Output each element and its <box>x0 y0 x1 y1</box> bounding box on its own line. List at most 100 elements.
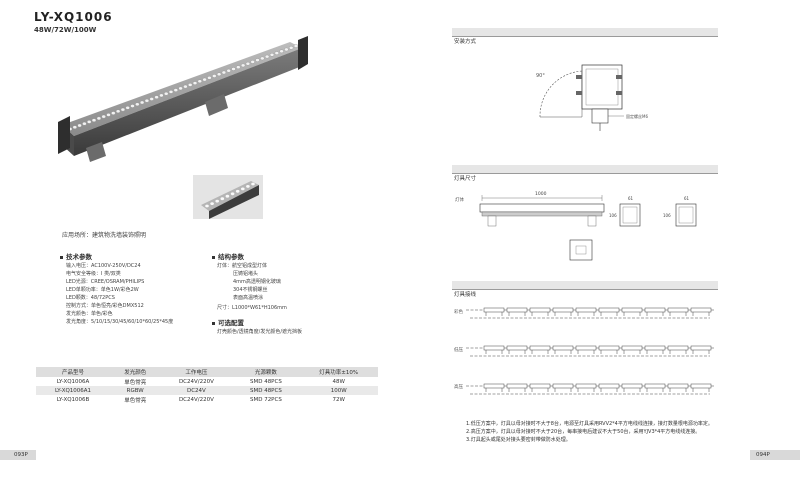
spec-cell: 单色常亮 <box>124 397 147 404</box>
led-bead <box>96 116 102 121</box>
fixture-connector <box>554 385 576 392</box>
page-number-right: 094P <box>750 450 800 460</box>
install-screw-label: 固定螺丝M6 <box>626 113 648 119</box>
led-bead <box>260 56 265 61</box>
fixture-connector <box>485 347 507 354</box>
led-bead <box>284 47 289 52</box>
fixture-connector <box>554 309 576 316</box>
tech-params-list: 输入电压：AC100V-250V/DC24 电气安全等级：I 类/双类 LED光… <box>66 262 173 326</box>
fixture-connector <box>692 385 714 392</box>
tech-param-item: 电气安全等级：I 类/双类 <box>66 271 121 277</box>
spec-header-cell: 工作电压 <box>160 367 233 377</box>
led-bead <box>240 63 246 68</box>
spec-cell: DC24V/220V <box>178 378 214 385</box>
tech-param-item: 控制方式：单色恒亮/彩色DMX512 <box>66 303 144 309</box>
led-bead <box>77 123 82 128</box>
structure-list: 灯体：航空铝成型灯体 压铸铝堵头 4mm高透明钢化玻璃 304不锈钢螺丝 表面高… <box>217 262 281 302</box>
spec-cell: 单色常亮 <box>124 379 147 386</box>
options-text: 灯壳颜色/透镜角度/发光颜色/遮光挡板 <box>217 329 303 335</box>
led-bead <box>168 90 174 94</box>
fixture-connector <box>508 309 530 316</box>
structure-item: 4mm高透明钢化玻璃 <box>233 279 281 285</box>
spec-cell: LY-XQ1006B <box>56 396 90 403</box>
fixture-connector <box>669 347 691 354</box>
wiring-row-label: 低压 <box>454 348 463 353</box>
led-bead <box>251 182 255 186</box>
tech-param-item: 发光角度：5/10/15/30/45/60/10*60/25*45度 <box>66 319 174 325</box>
spec-cell: 48W <box>332 378 345 385</box>
fixture-unit <box>690 345 712 351</box>
led-bead <box>202 77 207 82</box>
spec-cell: LY-XQ1006A <box>56 378 90 385</box>
led-bead <box>173 88 178 92</box>
led-bead <box>130 104 135 108</box>
fixture-connector <box>623 347 645 354</box>
install-angle-label: 90° <box>536 73 545 79</box>
height-label-1: 106 <box>609 213 617 218</box>
led-bead <box>245 61 251 66</box>
product-main-image <box>58 36 308 162</box>
fixture-unit <box>644 345 666 351</box>
led-bead <box>87 120 92 124</box>
length-label: 1000 <box>535 191 547 197</box>
application-text: 应用场所：建筑物洗墙装饰照明 <box>62 232 147 239</box>
table-row: LY-XQ1006A1 RGBW DC24V SMD 48PCS 100W <box>36 386 378 395</box>
led-bead <box>120 107 126 112</box>
led-bead <box>255 58 260 62</box>
led-bead <box>212 74 217 78</box>
tech-params-heading: 技术参数 <box>60 251 92 261</box>
structure-item: 304不锈钢螺丝 <box>233 287 268 293</box>
structure-item: 灯体：航空铝成型灯体 <box>217 263 268 269</box>
led-bead <box>111 111 116 115</box>
spec-cell: DC24V <box>160 386 233 395</box>
fixture-connector <box>669 309 691 316</box>
spec-cell: SMD 48PCS <box>232 386 300 395</box>
led-bead <box>164 91 169 96</box>
fixture-unit <box>483 345 505 351</box>
led-bead <box>210 202 214 205</box>
table-row: LY-XQ1006A 单色常亮 DC24V/220V SMD 48PCS 48W <box>36 377 378 386</box>
wiring-row-label: 彩色 <box>454 310 463 315</box>
tech-param-item: 输入电压：AC100V-250V/DC24 <box>66 263 141 269</box>
spec-table-header: 产品型号 发光颜色 工作电压 光源颗数 灯具功率±10% <box>36 367 378 377</box>
wiring-note: 1.低压方案中，灯具以母对接时不大于8台，电源至灯具采用RVV2*4平方电线线连… <box>466 421 713 427</box>
power-cable <box>466 347 710 357</box>
width-label-1: 61 <box>628 196 634 201</box>
fixture-unit <box>667 307 689 313</box>
led-bead <box>246 185 250 188</box>
led-bead <box>91 118 97 122</box>
fixture-connector <box>646 385 668 392</box>
led-bead <box>264 54 270 59</box>
fixture-unit <box>690 307 712 313</box>
fixture-unit <box>506 383 528 389</box>
table-row: LY-XQ1006B 单色常亮 DC24V/220V SMD 72PCS 72W <box>36 395 378 404</box>
led-bead <box>159 93 164 98</box>
structure-heading: 结构参数 <box>212 251 244 261</box>
wiring-diagram <box>466 307 714 395</box>
led-bead <box>236 65 241 69</box>
led-bead <box>225 194 230 198</box>
led-bead <box>188 83 193 87</box>
fixture-connector <box>531 347 553 354</box>
fixture-unit <box>506 345 528 351</box>
options-heading: 可选配置 <box>212 317 244 327</box>
install-section-bar: 安装方式 <box>452 28 718 45</box>
wiring-section-title: 灯具接线 <box>454 292 477 298</box>
fixture-connector <box>600 309 622 316</box>
spec-cell: 72W <box>332 396 345 403</box>
fixture-connector <box>577 385 599 392</box>
body-label: 灯体 <box>455 198 464 203</box>
fixture-unit <box>621 345 643 351</box>
fixture-connector <box>646 347 668 354</box>
install-section-title: 安装方式 <box>454 39 477 45</box>
page-number-left: 093P <box>0 450 36 460</box>
led-bead <box>149 97 154 101</box>
fixture-unit <box>667 345 689 351</box>
structure-size: 尺寸：L1000*W61*H106mm <box>217 305 287 311</box>
fixture-unit <box>621 307 643 313</box>
led-bead <box>125 106 130 110</box>
spec-cell: 100W <box>299 386 378 395</box>
led-bead <box>82 121 87 126</box>
led-bead <box>241 187 245 191</box>
led-bead <box>192 81 198 85</box>
